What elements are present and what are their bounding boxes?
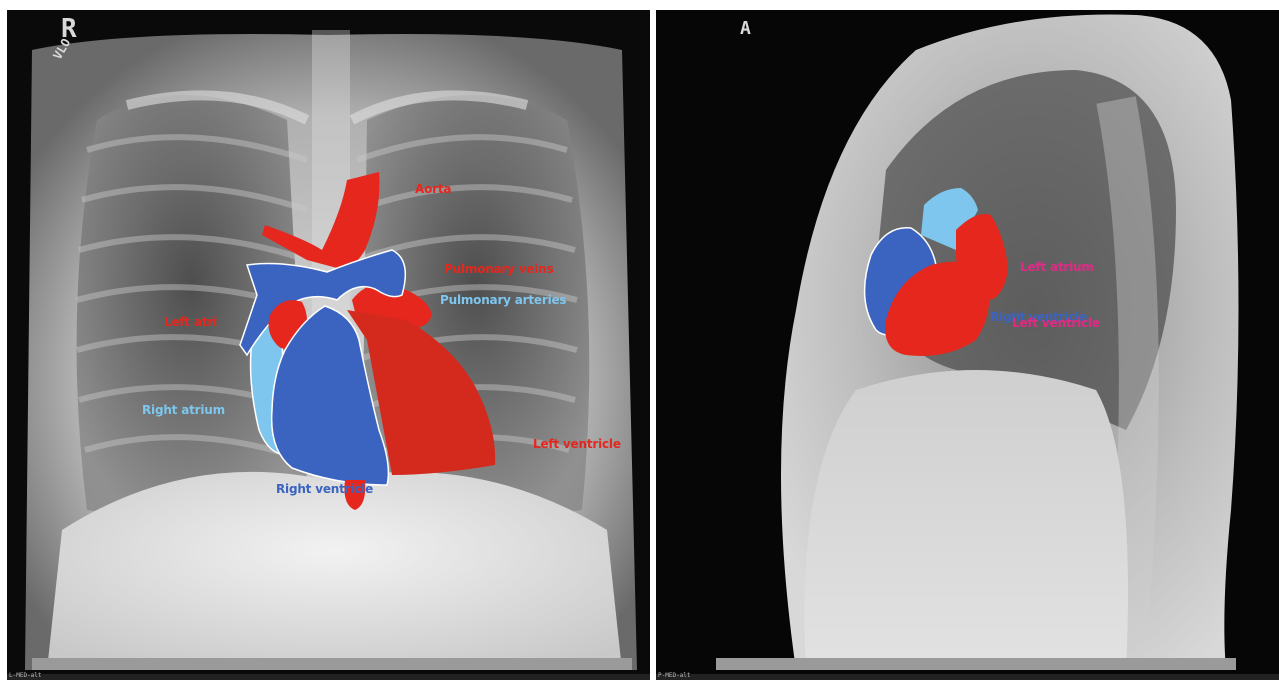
- frontal-xray-image: [7, 10, 650, 680]
- label-left-atrium: Left atri: [164, 315, 217, 329]
- label-pulmonary-arteries: Pulmonary arteries: [440, 293, 566, 307]
- frontal-footer-text: L-MED-alt: [9, 672, 42, 679]
- lateral-footer: P-MED-alt: [656, 674, 1279, 680]
- frontal-xray-panel: R VLO Aorta Pulmonary veins Pulmonary ar…: [7, 10, 650, 680]
- label-lateral-left-atrium: Left atrium: [1020, 260, 1094, 274]
- label-aorta: Aorta: [415, 182, 451, 196]
- frontal-footer: L-MED-alt: [7, 674, 650, 680]
- label-right-ventricle: Right ventricle: [276, 482, 373, 496]
- label-lateral-left-ventricle: Left ventricle: [1012, 316, 1100, 330]
- label-pulmonary-veins: Pulmonary veins: [444, 262, 554, 276]
- label-right-atrium: Right atrium: [142, 403, 225, 417]
- label-left-ventricle: Left ventricle: [533, 437, 621, 451]
- lateral-xray-image: [656, 10, 1279, 680]
- lateral-xray-panel: A Left atrium Right ventricle Left ventr…: [656, 10, 1279, 680]
- lateral-footer-text: P-MED-alt: [658, 672, 691, 679]
- lateral-marker: A: [740, 18, 751, 39]
